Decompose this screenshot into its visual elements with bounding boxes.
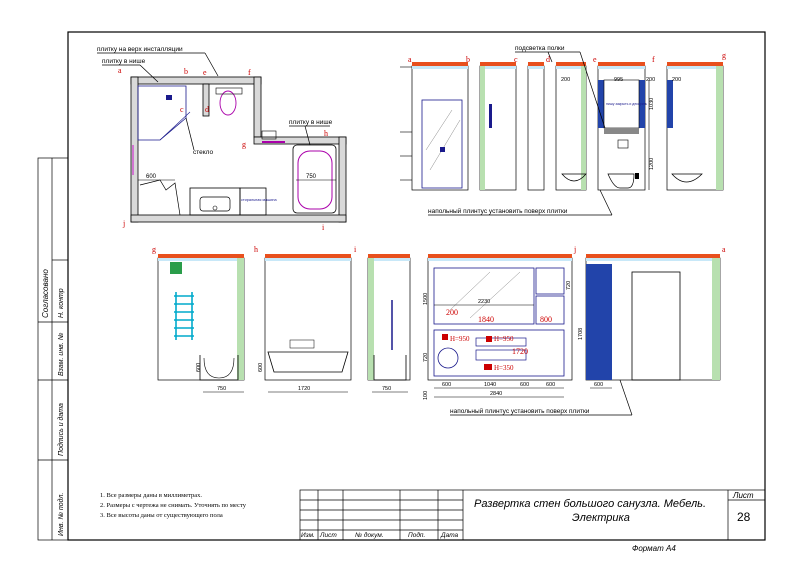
elevations-bottom: 750 600 1720 600 750 [152,245,726,416]
plan-callout-niche2: плитку в нише [289,119,333,126]
elev-bot-dim-720a: 720 [566,281,572,290]
tb-col-doc: № докум. [355,531,384,539]
elev-bot-dim-750b: 750 [382,386,391,392]
plan-letter-g: g [242,140,246,149]
elev-top-letter-a: a [408,55,412,64]
elev-bot-red-1720: 1720 [512,347,528,356]
elev-bot-dim-600a: 600 [196,363,202,372]
tb-subtitle: Электрика [572,512,630,524]
elev-bot-dim-600d: 600 [520,382,529,388]
elev-bot-dim-1500: 1500 [423,293,429,305]
tb-format: Формат А4 [632,544,676,553]
plan-callout-glass: стекло [193,149,214,156]
tb-col-list: Лист [319,532,337,539]
elev-bot-red-h950a: Н=950 [450,335,470,343]
tb-col-izm: Изм. [301,532,315,539]
elev-top-letter-f: f [652,55,655,64]
notes: 1. Все размеры даны в миллиметрах. 2. Ра… [100,492,247,519]
elev-top-dim-200b: 200 [646,77,655,83]
elev-bot-letter-j: j [573,245,576,254]
elev-top-letter-b: b [466,55,470,64]
plan-letter-d: d [205,105,209,114]
plan-letter-f: f [248,68,251,77]
elev-bot-dim-1708: 1708 [578,328,584,340]
tb-col-sign: Подп. [408,531,425,539]
plan-callout-install: плитку на верх инсталляции [97,46,183,53]
elev-top-letter-g: g [722,51,726,60]
elev-bot-red-h350: Н=350 [494,364,514,372]
elev-bot-dim-600e: 600 [546,382,555,388]
side-stamp-agreed: Согласовано [41,269,50,318]
note-3: 3. Все высоты даны от существующего пола [100,512,223,519]
elev-bot-dim-750a: 750 [217,386,226,392]
elev-top-dim-1030: 1030 [649,98,655,110]
plan-dim-600: 600 [146,174,157,180]
plan-letter-i: i [322,223,325,232]
side-stamp-inv-orig: Инв. № подл. [57,493,65,536]
elev-top-dim-200a: 200 [561,77,570,83]
elev-bot-red-1840: 1840 [478,315,494,324]
elev-top-letter-d: d [546,55,550,64]
plan-machine-label: стиральная машина [241,198,277,202]
elev-top-letter-c: c [514,55,518,64]
elev-bot-letter-a: a [722,245,726,254]
elev-bot-dim-720b: 720 [423,353,429,362]
elev-bot-dim-600b: 600 [258,363,264,372]
elev-top-dim-995: 995 [614,77,623,83]
plan-letter-c: c [180,105,184,114]
plan-letter-a: a [118,66,122,75]
elev-bot-red-800: 800 [540,315,552,324]
plan-letter-h: h [324,129,328,138]
elev-top-dim-1200: 1200 [649,158,655,170]
elev-bot-letter-h: h [254,245,258,254]
plan-letter-j: j [122,219,125,228]
floor-plan: стиральная машина 600 750 плитку на верх… [97,46,347,232]
elev-bot-callout-plinth: напольный плинтус установить поверх плит… [450,407,590,415]
tb-sheet-number: 28 [737,510,751,524]
sheet-frame [67,31,766,541]
tb-title: Развертка стен большого санузла. Мебель. [474,498,706,510]
tb-col-date: Дата [440,532,459,539]
elev-bot-dim-2230: 2230 [478,299,490,305]
elev-bot-dim-1040: 1040 [484,382,496,388]
side-stamp: Согласовано Н. контр Взам. инв. № Подпис… [37,157,69,541]
elev-bot-dim-2840: 2840 [490,391,502,397]
tb-sheet-label: Лист [732,491,754,500]
side-stamp-sign: Подпись и дата [57,403,65,456]
elev-bot-dim-600f: 600 [594,382,603,388]
side-stamp-inv-replace: Взам. инв. № [58,332,65,376]
plan-letter-e: e [203,68,207,77]
note-1: 1. Все размеры даны в миллиметрах. [100,492,202,499]
elev-top-callout-plinth: напольный плинтус установить поверх плит… [428,207,568,215]
elev-top-callout-shelf: подсветка полки [515,45,565,52]
elev-bot-red-200: 200 [446,308,458,317]
note-2: 2. Размеры с чертежа не снимать. Уточнят… [100,502,247,509]
elev-top-dim-200c: 200 [672,77,681,83]
side-stamp-norm: Н. контр [58,288,65,318]
elevations-top: нишу закрыть и декорить 200 995 200 200 … [400,45,726,216]
elev-bot-dim-100: 100 [423,391,429,400]
title-block: Изм. Лист № докум. Подп. Дата Развертка … [299,489,766,553]
plan-dim-750: 750 [306,174,317,180]
elev-bot-dim-1720a: 1720 [298,386,310,392]
elev-bot-dim-600c: 600 [442,382,451,388]
plan-letter-b: b [184,67,188,76]
elev-top-niche-note: нишу закрыть и декорить [606,102,647,106]
elev-bot-letter-g: g [152,245,156,254]
elev-top-letter-e: e [593,55,597,64]
elev-bot-letter-i: i [354,245,357,254]
plan-callout-niche1: плитку в нише [102,58,146,65]
elev-bot-red-h950b: Н=950 [494,335,514,343]
